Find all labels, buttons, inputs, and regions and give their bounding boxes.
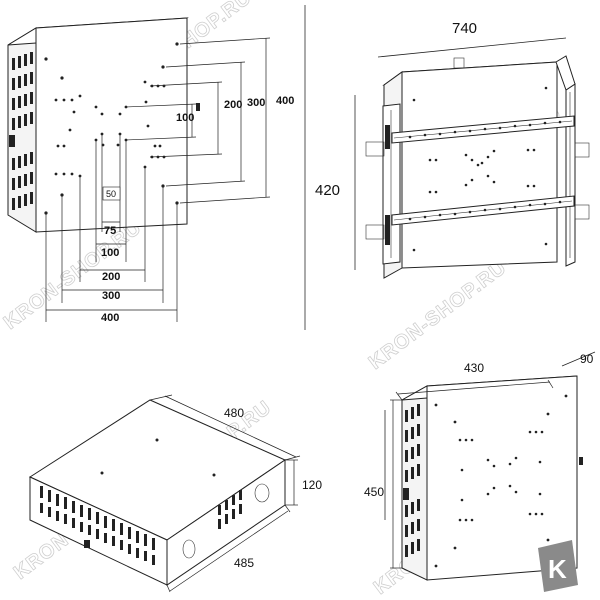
dim-label-420: 420 [315,182,340,199]
vesa-box-drawing: 400 300 200 100 50 75 100 200 300 400 [7,17,294,324]
dim-label-480: 480 [224,406,244,420]
rail-holes [408,120,562,221]
dim-label-400-horizontal: 400 [101,312,119,324]
box-front-face [426,375,578,581]
dim-label-90: 90 [580,352,594,366]
front-latch [84,540,90,548]
front-latch [579,457,583,465]
upright-box-drawing: 430 90 450 [364,351,596,581]
flat-box-dimensions [149,394,301,593]
upright-box-dimensions [390,351,596,569]
dim-label-485: 485 [234,556,254,570]
mount-bracket-drawing: 740 420 [315,20,590,279]
shop-logo-letter: K [548,554,567,584]
front-latch [196,103,200,111]
side-vents [12,52,33,210]
dim-label-200-vertical: 200 [224,99,242,111]
dim-label-430: 430 [464,361,484,375]
side-vents [218,490,242,529]
top-tab [453,57,465,69]
horizontal-dimensions [45,134,178,322]
dim-label-100-vertical: 100 [176,112,194,124]
dim-label-300-horizontal: 300 [102,290,120,302]
watermark-text: KRON-SHOP.RU [0,216,146,334]
dim-label-120: 120 [302,478,322,492]
top-holes [100,438,216,477]
dim-label-300-vertical: 300 [247,97,265,109]
flat-box-drawing: 480 120 485 [28,394,322,593]
shop-logo: K [538,540,578,592]
dim-box-50 [102,186,121,201]
box-front-face [401,61,558,269]
dim-label-75: 75 [104,225,116,237]
cable-hole [182,539,196,559]
dim-label-400-vertical: 400 [276,95,294,107]
dim-label-100-horizontal: 100 [101,247,119,259]
vertical-dimensions [125,37,271,204]
horizontal-rails [391,115,575,226]
dim-label-740: 740 [452,20,477,37]
front-holes [434,394,568,568]
dim-label-450: 450 [364,485,384,499]
side-vents [405,404,420,557]
cable-hole [254,483,270,503]
box-front-face [35,17,188,233]
side-latch [403,488,409,500]
dim-label-200-horizontal: 200 [102,271,120,283]
front-holes [412,86,548,252]
side-latch [9,135,15,147]
dim-label-50: 50 [106,189,116,199]
dim-line-740 [377,37,567,58]
front-vents [40,486,155,565]
